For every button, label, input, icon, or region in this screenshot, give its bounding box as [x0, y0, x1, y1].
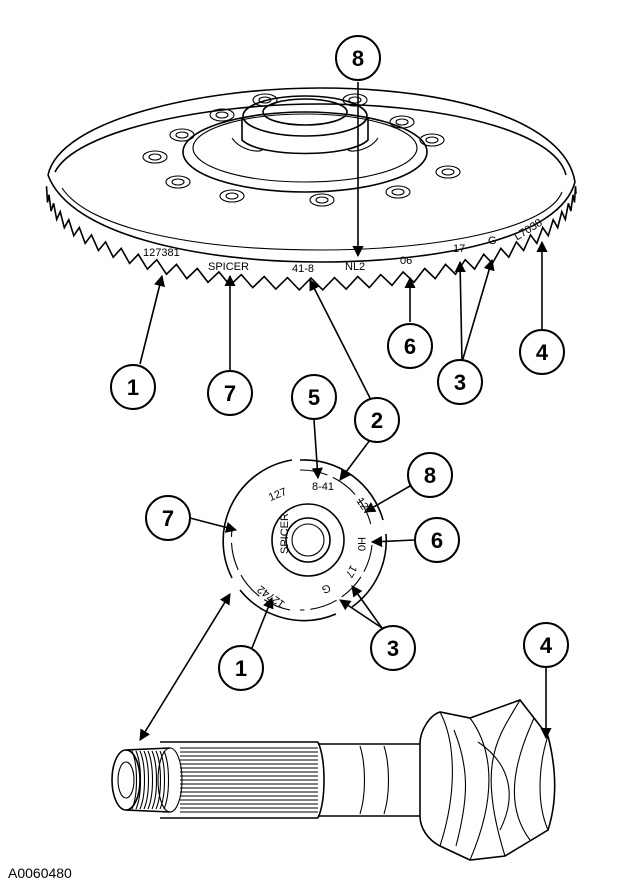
pinion-mark-17: 17 [343, 563, 360, 580]
ring-leaders [139, 82, 548, 399]
svg-text:4: 4 [540, 633, 553, 658]
callout-pin-2: 2 [354, 397, 400, 443]
svg-text:1: 1 [127, 375, 139, 400]
callout-ring-3: 3 [437, 359, 483, 405]
callout-ring-7: 7 [207, 370, 253, 416]
thread-lines [131, 750, 170, 810]
pinion-mark-g: G [320, 581, 332, 595]
callout-pin-5: 5 [291, 374, 337, 420]
ring-gear [45, 87, 577, 292]
ring-mark-127381: 127381 [143, 247, 180, 259]
svg-text:5: 5 [308, 385, 320, 410]
callout-ring-4: 4 [519, 329, 565, 375]
ring-mark-06: 06 [400, 255, 412, 267]
pinion-mark-h0: H0 [355, 537, 367, 551]
figure-id: A0060480 [8, 865, 72, 881]
callout-ring-1: 1 [110, 364, 156, 410]
pinion-mark-12742: 12742 [255, 583, 287, 610]
svg-text:1: 1 [235, 656, 247, 681]
ring-mark-spicer: SPICER [208, 261, 249, 273]
ring-mark-17: 17 [453, 243, 465, 255]
svg-text:7: 7 [224, 381, 236, 406]
ring-mark-41-8: 41-8 [292, 263, 314, 275]
ring-mark-nl2: NL2 [345, 261, 365, 273]
callouts: 8 1 7 6 3 4 5 2 [110, 35, 569, 691]
pinion-mark-127b: 127 [354, 496, 374, 518]
pinion-mark-8-41: 8-41 [312, 481, 334, 493]
svg-text:4: 4 [536, 340, 549, 365]
ring-gear-markings: 127381 SPICER 41-8 NL2 06 17 G L7038 [143, 217, 545, 275]
svg-text:2: 2 [371, 408, 383, 433]
pinion-mark-127a: 127 [267, 486, 289, 504]
pinion-shaft [111, 699, 556, 861]
ring-mark-g: G [488, 235, 497, 247]
pinion-mark-spicer: SPICER [279, 513, 291, 554]
svg-text:3: 3 [454, 370, 466, 395]
callout-top-8: 8 [335, 35, 381, 81]
svg-text:8: 8 [352, 46, 364, 71]
callout-pin-6: 6 [414, 517, 460, 563]
pinion-leaders [139, 419, 552, 741]
svg-text:6: 6 [404, 334, 416, 359]
callout-pin-3: 3 [370, 625, 416, 671]
callout-ring-6: 6 [387, 323, 433, 369]
bolt-holes [142, 93, 461, 207]
svg-text:7: 7 [162, 506, 174, 531]
callout-shaft-4: 4 [523, 622, 569, 668]
pinion-face [222, 459, 388, 622]
svg-text:8: 8 [424, 463, 436, 488]
callout-pin-8: 8 [407, 452, 453, 498]
svg-text:3: 3 [387, 636, 399, 661]
callout-pin-1: 1 [218, 645, 264, 691]
callout-pin-7: 7 [145, 495, 191, 541]
svg-text:6: 6 [431, 528, 443, 553]
spline-lines [180, 747, 318, 813]
